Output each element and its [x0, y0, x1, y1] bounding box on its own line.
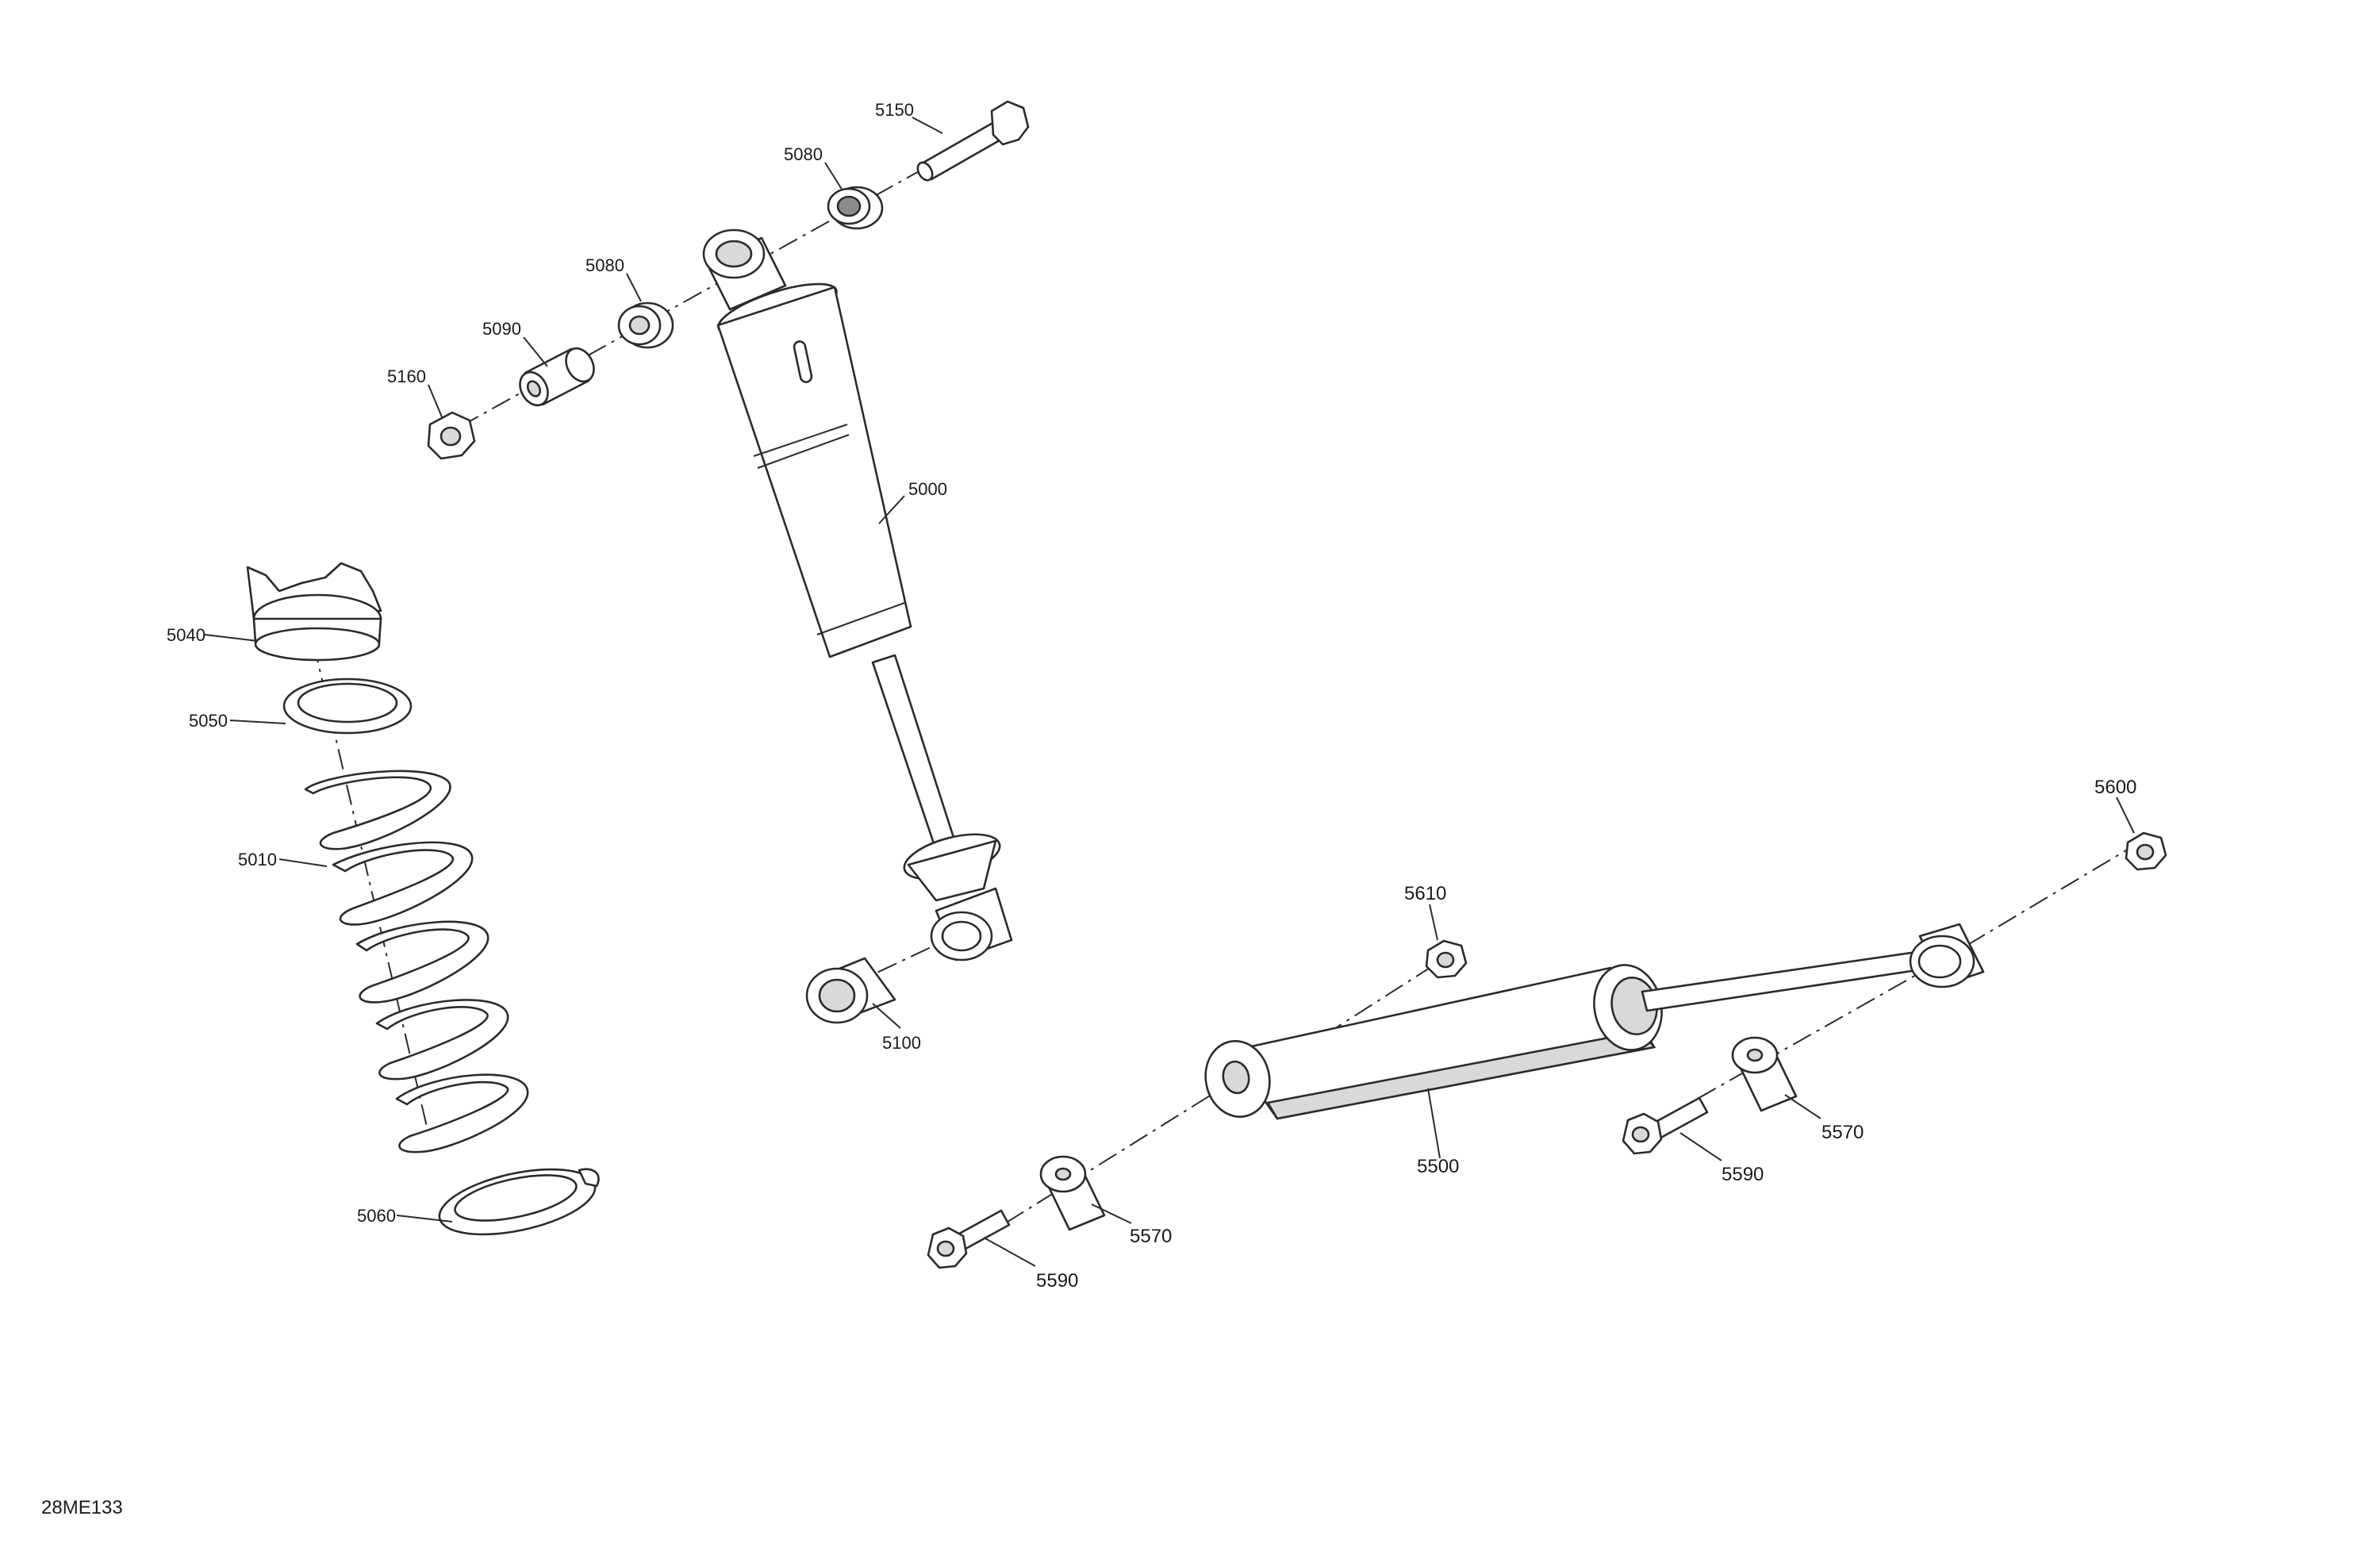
callout-5060: 5060	[357, 1206, 396, 1226]
bushing-5080-upper	[827, 186, 884, 230]
callout-5160: 5160	[387, 367, 426, 386]
shock-absorber-5000	[702, 228, 1013, 961]
bushing-5080-lower	[617, 301, 674, 349]
nut-5610	[1425, 939, 1468, 979]
callout-5000: 5000	[908, 479, 947, 499]
spacer-5570-right	[1731, 1036, 1798, 1112]
damper-5500	[1204, 923, 1985, 1120]
washer-5050	[282, 677, 413, 735]
callout-5570-right: 5570	[1821, 1122, 1864, 1143]
sleeve-5090	[519, 347, 595, 407]
callout-5590-left: 5590	[1036, 1270, 1078, 1292]
nut-5160	[427, 411, 476, 460]
nut-5600	[2125, 831, 2167, 871]
callout-5610: 5610	[1404, 883, 1446, 904]
callout-5050: 5050	[189, 711, 228, 731]
callout-5080-upper: 5080	[784, 144, 823, 164]
callout-5010: 5010	[238, 850, 277, 869]
leader-lines	[204, 117, 2135, 1267]
callout-5570-left: 5570	[1130, 1226, 1172, 1247]
bolt-5590-left	[927, 1209, 1011, 1269]
bushing-5100	[805, 957, 896, 1024]
coil-spring-5010	[304, 770, 529, 1153]
callout-5100: 5100	[882, 1033, 921, 1053]
bolt-5590-right	[1622, 1096, 1709, 1155]
callout-5590-right: 5590	[1722, 1164, 1764, 1185]
callout-5080-lower: 5080	[585, 255, 624, 275]
callout-5040: 5040	[167, 625, 205, 645]
diagram-reference-code: 28ME133	[41, 1497, 123, 1518]
callout-5150: 5150	[875, 100, 914, 120]
spacer-5570-left	[1039, 1155, 1106, 1231]
spring-retainer-5040	[246, 562, 382, 662]
bolt-5150	[916, 100, 1030, 182]
callout-5090: 5090	[482, 319, 521, 339]
spring-seat-5060	[438, 1168, 600, 1236]
callout-5600: 5600	[2094, 777, 2136, 798]
callout-5500: 5500	[1417, 1156, 1459, 1177]
